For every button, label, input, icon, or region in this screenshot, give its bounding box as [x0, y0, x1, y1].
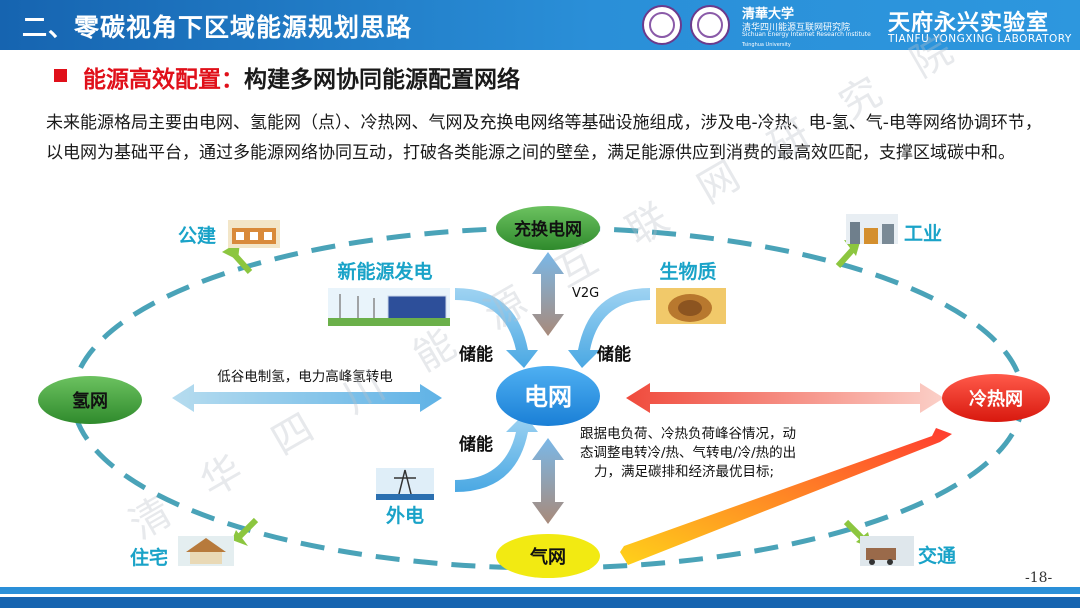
arrow-industry-line — [835, 243, 859, 269]
watermark-char: 究 — [832, 69, 890, 129]
university-seal-icon — [642, 5, 682, 45]
logo-institute-en: Sichuan Energy Internet Research Institu… — [742, 31, 871, 38]
label-biomass: 生物质 — [659, 260, 716, 283]
label-industry: 工业 — [904, 223, 942, 245]
storage-label-left: 储能 — [459, 344, 493, 365]
section-title: 二、零碳视角下区域能源规划思路 — [22, 13, 413, 42]
watermark-char: 清 — [122, 489, 180, 549]
label-transport: 交通 — [918, 544, 957, 567]
node-right-label: 冷热网 — [969, 388, 1023, 410]
wind-solar-image — [328, 288, 450, 326]
logo-institute-name: 清华四川能源互联网研究院 — [742, 23, 851, 33]
lab-name: 天府永兴实验室 — [888, 11, 1050, 36]
footer-bar — [0, 584, 1080, 608]
institute-logo: 清華大学 清华四川能源互联网研究院 Sichuan Energy Interne… — [742, 3, 872, 48]
intro-paragraph: 未来能源格局主要由电网、氢能网（点）、冷热网、气网及充换电网络等基础设施组成，涉… — [46, 113, 1042, 163]
bullet-square-icon — [54, 69, 67, 82]
label-residence: 住宅 — [130, 546, 168, 569]
public-building-image — [228, 220, 280, 248]
node-top-label: 充换电网 — [514, 219, 582, 240]
energy-network-diagram: 充换电网 氢网 冷热网 气网 电网 新能源发电 生物质 外电 储能 储能 储能 … — [38, 206, 1050, 578]
node-left — [38, 376, 142, 424]
slide-subtitle: 能源高效配置：构建多网协同能源配置网络 — [83, 60, 520, 94]
label-external: 外电 — [386, 504, 424, 527]
watermark-char: 华 — [193, 447, 251, 507]
biomass-image — [656, 288, 726, 324]
adjust-note: 跟据电负荷、冷热负荷峰谷情况，动 态调整电转冷/热、气转电/冷/热的出 力，满足… — [580, 426, 800, 480]
node-left-label: 氢网 — [72, 390, 108, 412]
node-center-label: 电网 — [524, 383, 572, 411]
subtitle-red: 能源高效配置： — [83, 67, 244, 93]
institute-seal-icon — [690, 5, 730, 45]
watermark-char: 联 — [619, 195, 677, 255]
watermark-char: 院 — [903, 27, 961, 87]
watermark-char: 互 — [548, 237, 606, 297]
storage-label-right: 储能 — [597, 344, 631, 365]
factory-image — [846, 214, 898, 244]
label-public: 公建 — [178, 224, 216, 247]
v2g-arrow — [532, 252, 564, 336]
watermark-char: 源 — [477, 279, 535, 339]
lab-name-en: TIANFU YONGXING LABORATORY — [888, 33, 1072, 45]
arrow-public-line — [229, 249, 253, 275]
node-bottom — [496, 534, 600, 578]
heat-arrow — [626, 383, 944, 413]
node-top — [496, 206, 600, 250]
watermark-char: 能 — [406, 321, 464, 381]
watermark-char: 研 — [761, 111, 819, 171]
logo-university-en: Tsinghua University — [742, 42, 791, 48]
node-bottom-label: 气网 — [529, 546, 566, 568]
house-image — [178, 536, 234, 566]
node-center — [496, 366, 600, 426]
logo-university-name: 清華大学 — [742, 7, 795, 22]
hydrogen-arrow — [172, 384, 442, 412]
watermark-char: 四 — [264, 405, 322, 465]
hydrogen-note: 低谷电制氢，电力高峰氢转电 — [217, 368, 393, 385]
storage-arrow-external — [455, 414, 538, 492]
watermark-char: 川 — [335, 363, 393, 423]
v2g-label: V2G — [572, 286, 599, 301]
node-right — [942, 374, 1050, 422]
storage-arrow-biomass — [568, 288, 650, 368]
header-bar: 二、零碳视角下区域能源规划思路 清華大学 清华四川能源互联网研究院 Sichua… — [0, 0, 1080, 50]
page-number: -18- — [1025, 570, 1053, 586]
transport-image — [860, 536, 914, 566]
storage-arrow-new-energy — [455, 288, 538, 368]
storage-label-bottom: 储能 — [459, 434, 493, 455]
power-tower-image — [376, 468, 434, 500]
watermark-char: 网 — [690, 153, 748, 213]
arrow-residence-line — [235, 517, 259, 541]
label-new-energy: 新能源发电 — [337, 260, 432, 283]
gas-arrow — [532, 438, 564, 524]
subtitle-black: 构建多网协同能源配置网络 — [244, 67, 520, 93]
gas-heat-arrow — [620, 428, 952, 565]
